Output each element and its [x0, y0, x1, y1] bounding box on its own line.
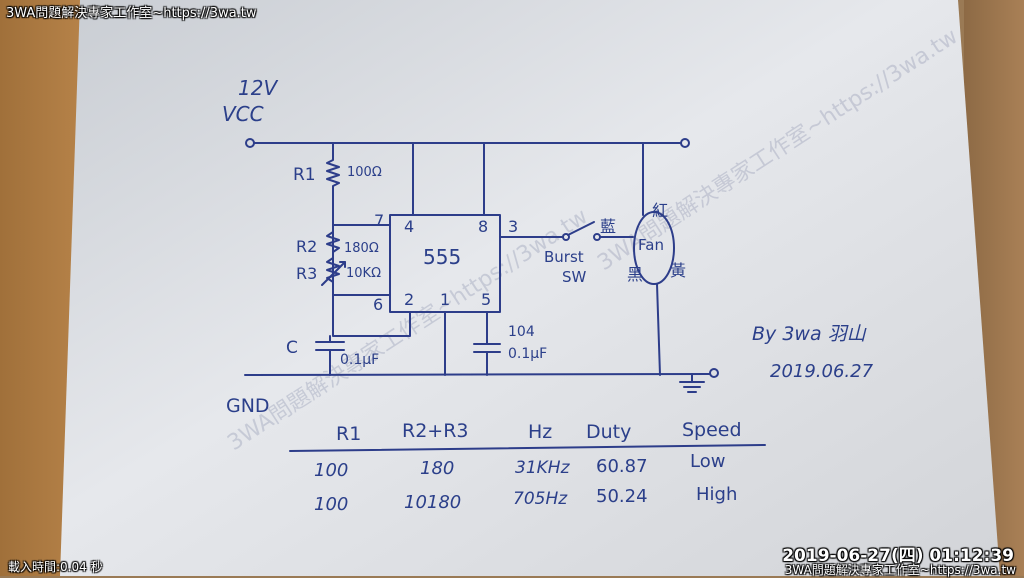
supply-label: VCC [222, 102, 264, 126]
pin-3: 3 [508, 217, 518, 236]
load-time: 載入時間:0.04 秒 [8, 560, 103, 574]
switch-label-2: SW [562, 268, 587, 286]
capacitor-104 [473, 311, 501, 376]
ic-label: 555 [423, 245, 461, 269]
pin-6: 6 [373, 295, 383, 314]
fan-label: Fan [638, 236, 664, 254]
pin-2: 2 [404, 290, 414, 309]
resistor-r1 [326, 142, 340, 296]
c5-value: 0.1μF [508, 346, 547, 362]
capacitor-c [315, 335, 345, 376]
table-header-speed: Speed [682, 419, 742, 441]
timestamp: 2019-06-27(四) 01:12:39 [782, 546, 1014, 566]
c-label: C [286, 338, 298, 358]
watermark-bottom: 3WA問題解決專家工作室~https://3wa.tw [784, 563, 1016, 577]
cell: 705Hz [513, 489, 568, 509]
date: 2019.06.27 [770, 361, 874, 382]
r2-label: R2 [296, 237, 317, 256]
wire-blue-label: 藍 [600, 217, 616, 236]
cell: 10180 [404, 492, 461, 513]
vcc-rail [245, 138, 690, 148]
r1-label: R1 [293, 165, 316, 185]
r3-label: R3 [296, 264, 317, 283]
author: By 3wa 羽山 [752, 323, 867, 345]
c5-code: 104 [508, 324, 535, 340]
ground-label: GND [226, 395, 270, 417]
results-table: R1 R2+R3 Hz Duty Speed 100 180 31KHz 60.… [289, 419, 766, 515]
table-row: 100 10180 705Hz 50.24 High [314, 484, 737, 515]
cell: 100 [314, 460, 348, 481]
supply-voltage: 12V [238, 76, 278, 100]
wire-red-label: 紅 [652, 201, 668, 220]
cell: Low [690, 451, 725, 472]
wire-black-label: 黑 [627, 265, 643, 284]
pin-7: 7 [374, 211, 384, 230]
r1-value: 100Ω [347, 165, 382, 180]
cell: 50.24 [596, 486, 648, 507]
potentiometer-r3 [321, 257, 346, 286]
table-header-r1: R1 [336, 423, 361, 445]
watermark-top: 3WA問題解決專家工作室~https://3wa.tw [6, 6, 257, 21]
pin-8: 8 [478, 217, 488, 236]
pin-1: 1 [440, 290, 450, 309]
pin-5: 5 [481, 290, 491, 309]
cell: High [696, 484, 737, 505]
fan [633, 211, 675, 285]
pin-4: 4 [404, 217, 414, 236]
gnd-rail [244, 368, 719, 378]
cell: 100 [314, 494, 348, 515]
c-value: 0.1μF [340, 352, 379, 368]
resistor-r2 [326, 231, 340, 253]
r2-value: 180Ω [344, 241, 379, 256]
table-row: 100 180 31KHz 60.87 Low [314, 451, 725, 481]
cell: 180 [420, 458, 454, 479]
ground-icon [679, 373, 705, 393]
switch-label-1: Burst [544, 248, 584, 266]
cell: 60.87 [596, 456, 648, 477]
table-header-r2r3: R2+R3 [402, 420, 469, 442]
wire-yellow-label: 黃 [670, 261, 686, 280]
table-header-hz: Hz [528, 421, 552, 443]
r3-value: 10KΩ [346, 266, 381, 281]
table-header-duty: Duty [586, 421, 631, 443]
cell: 31KHz [515, 458, 571, 478]
burst-switch [562, 221, 601, 241]
